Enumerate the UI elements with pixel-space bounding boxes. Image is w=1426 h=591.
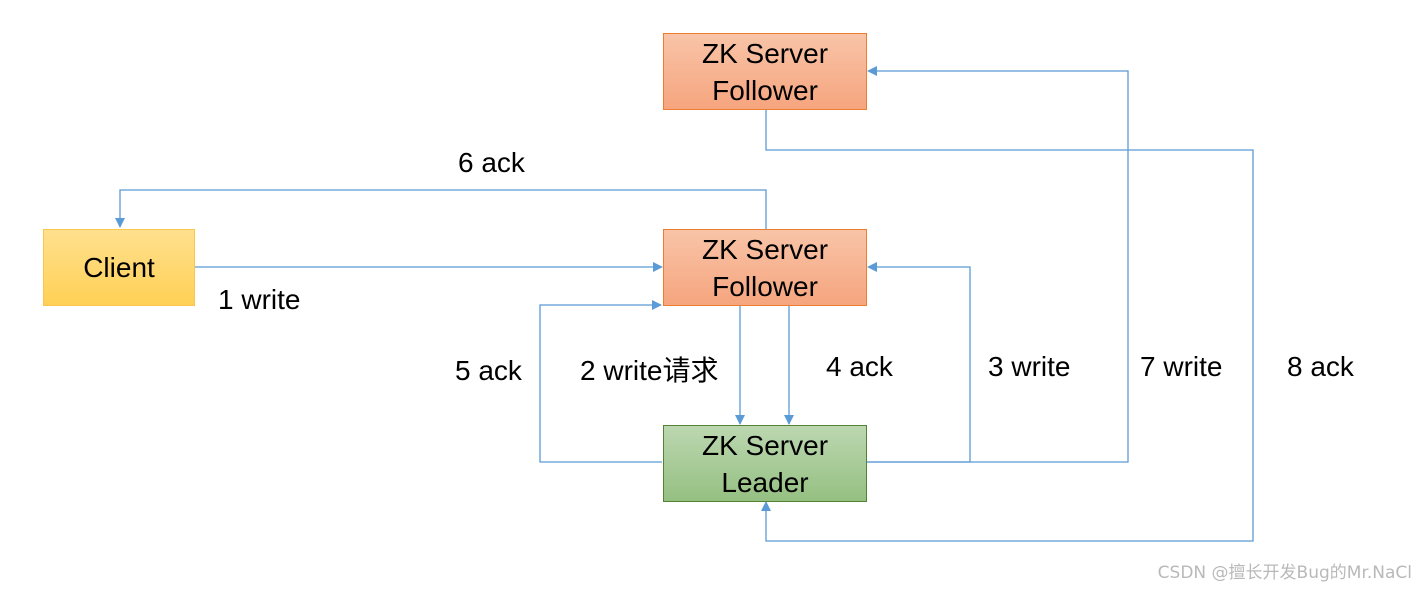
edge-7-write bbox=[866, 66, 1129, 463]
node-role: Follower bbox=[712, 270, 818, 302]
edge-5-ack bbox=[539, 300, 662, 463]
zk-server-leader: ZK Server Leader bbox=[663, 425, 867, 502]
edge-6-ack bbox=[115, 189, 767, 229]
edge-label-3-write: 3 write bbox=[988, 351, 1071, 382]
node-role: Leader bbox=[721, 466, 809, 498]
node-title: ZK Server bbox=[701, 233, 829, 265]
client-node: Client bbox=[43, 229, 195, 306]
edge-label-4-ack: 4 ack bbox=[826, 351, 893, 382]
zk-server-follower-top: ZK Server Follower bbox=[663, 33, 867, 110]
edge-label-2-write-request: 2 write请求 bbox=[580, 355, 719, 386]
node-title: ZK Server bbox=[701, 37, 829, 69]
edge-label-8-ack: 8 ack bbox=[1287, 351, 1354, 382]
node-role: Follower bbox=[712, 74, 818, 106]
watermark-text: CSDN @擅长开发Bug的Mr.NaCl bbox=[1157, 563, 1412, 583]
edge-label-6-ack: 6 ack bbox=[458, 147, 525, 178]
edge-8-ack bbox=[761, 109, 1254, 542]
node-title: ZK Server bbox=[701, 429, 829, 461]
edge-label-1-write: 1 write bbox=[218, 284, 301, 315]
client-label: Client bbox=[83, 252, 155, 283]
edge-label-7-write: 7 write bbox=[1140, 351, 1223, 382]
edge-label-5-ack: 5 ack bbox=[455, 355, 522, 386]
zk-server-follower-middle: ZK Server Follower bbox=[663, 229, 867, 306]
